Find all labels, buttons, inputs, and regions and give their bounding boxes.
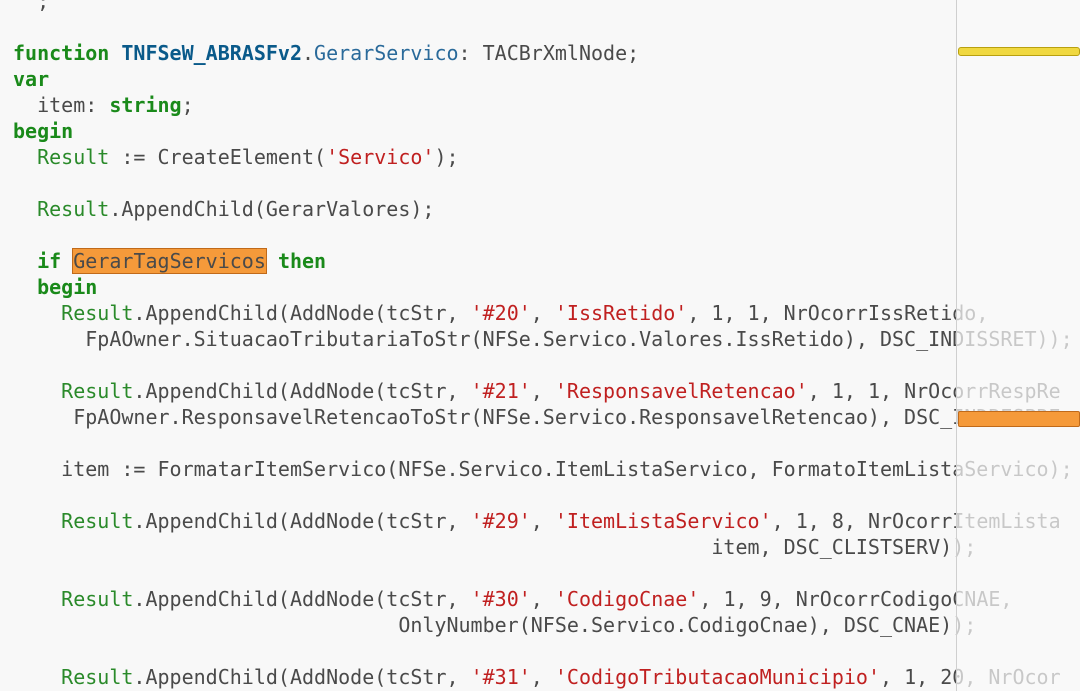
code-line[interactable]: item: string; [13,92,1073,118]
code-token: function [13,41,110,65]
code-token [109,41,121,65]
code-token: , [530,665,555,689]
code-token: '#20' [470,301,531,325]
code-line[interactable]: Result.AppendChild(AddNode(tcStr, '#21',… [13,378,1073,404]
code-line[interactable]: item := FormatarItemServico(NFSe.Servico… [13,456,1073,482]
code-token: ; [181,93,194,117]
code-line[interactable]: begin [13,274,1073,300]
code-line[interactable]: item, DSC_CLISTSERV)); [13,534,1073,560]
code-token: '#31' [470,665,531,689]
code-token: Result [61,587,134,611]
code-token: OnlyNumber(NFSe.Servico.CodigoCnae), DSC… [13,613,977,637]
code-line[interactable]: Result.AppendChild(AddNode(tcStr, '#31',… [13,664,1073,690]
code-token: ; [627,41,640,65]
code-token [13,197,37,221]
code-line[interactable]: Result := CreateElement('Servico'); [13,144,1073,170]
code-token: 'CodigoTributacaoMunicipio' [554,665,880,689]
code-token: Result [37,145,110,169]
code-line[interactable]: Result.AppendChild(AddNode(tcStr, '#30',… [13,586,1073,612]
code-token: . [302,41,315,65]
code-token: , 1, 1, NrOcorrIssRetido, [687,301,989,325]
code-token: , [530,509,555,533]
code-line[interactable]: ; [13,0,1073,14]
code-line[interactable]: FpAOwner.SituacaoTributariaToStr(NFSe.Se… [13,326,1073,352]
code-token: ; [13,0,50,13]
code-token: string [109,93,182,117]
code-token: var [13,67,50,91]
code-line[interactable] [13,560,1073,586]
code-token: Result [61,665,134,689]
code-token: '#21' [470,379,531,403]
code-line[interactable]: if GerarTagServicos then [13,248,1073,274]
code-token [13,249,37,273]
code-token: Result [61,379,134,403]
code-token [61,249,73,273]
code-token: 'ResponsavelRetencao' [554,379,808,403]
code-token: '#29' [470,509,531,533]
code-token: .AppendChild(AddNode(tcStr, [133,665,471,689]
code-line[interactable]: function TNFSeW_ABRASFv2.GerarServico: T… [13,40,1073,66]
code-line[interactable] [13,482,1073,508]
code-token [13,379,61,403]
search-match-marker[interactable] [958,47,1080,56]
code-token: , [530,379,555,403]
code-token: GerarServico [314,41,459,65]
code-token: FpAOwner.ResponsavelRetencaoToStr(NFSe.S… [13,405,1061,429]
code-line[interactable] [13,638,1073,664]
code-token: TNFSeW_ABRASFv2 [121,41,302,65]
code-token: .AppendChild(AddNode(tcStr, [133,379,471,403]
code-token [266,249,278,273]
code-token: 'ItemListaServico' [554,509,772,533]
code-token [13,665,61,689]
code-line[interactable] [13,14,1073,40]
code-token: then [277,249,327,273]
code-line[interactable]: OnlyNumber(NFSe.Servico.CodigoCnae), DSC… [13,612,1073,638]
code-line[interactable]: var [13,66,1073,92]
code-token: item := FormatarItemServico(NFSe.Servico… [13,457,1073,481]
code-token [13,145,37,169]
code-token [13,509,61,533]
code-token: 'Servico' [326,145,435,169]
code-token [13,587,61,611]
code-token: , [530,587,555,611]
code-token: Result [37,197,110,221]
code-token: '#30' [470,587,531,611]
code-token: begin [13,119,74,143]
code-line[interactable] [13,352,1073,378]
code-token [13,301,61,325]
code-line[interactable] [13,430,1073,456]
current-match-marker[interactable] [958,411,1080,427]
code-line[interactable]: begin [13,118,1073,144]
code-token: : [458,41,483,65]
code-line[interactable] [13,222,1073,248]
code-line[interactable]: FpAOwner.ResponsavelRetencaoToStr(NFSe.S… [13,404,1073,430]
code-token: .AppendChild(AddNode(tcStr, [133,587,471,611]
code-line[interactable] [13,170,1073,196]
search-highlight: GerarTagServicos [72,248,267,274]
code-token: begin [37,275,98,299]
code-token: Result [61,509,134,533]
code-token: .AppendChild(AddNode(tcStr, [133,301,471,325]
code-token: := CreateElement( [109,145,327,169]
code-view[interactable]: ; function TNFSeW_ABRASFv2.GerarServico:… [13,0,1073,691]
code-token: item: [13,93,110,117]
code-line[interactable]: Result.AppendChild(GerarValores); [13,196,1073,222]
code-token: Result [61,301,134,325]
code-token: item, DSC_CLISTSERV)); [13,535,977,559]
code-token: 'IssRetido' [554,301,688,325]
code-token: if [37,249,62,273]
code-token: , [530,301,555,325]
code-token [13,275,37,299]
code-token: FpAOwner.SituacaoTributariaToStr(NFSe.Se… [13,327,1073,351]
code-line[interactable]: Result.AppendChild(AddNode(tcStr, '#20',… [13,300,1073,326]
code-token: .AppendChild(AddNode(tcStr, [133,509,471,533]
code-token: ); [434,145,459,169]
code-token: .AppendChild(GerarValores); [109,197,435,221]
code-token: 'CodigoCnae' [554,587,700,611]
overview-ruler[interactable] [956,0,1080,691]
code-token: TACBrXmlNode [482,41,628,65]
code-line[interactable]: Result.AppendChild(AddNode(tcStr, '#29',… [13,508,1073,534]
